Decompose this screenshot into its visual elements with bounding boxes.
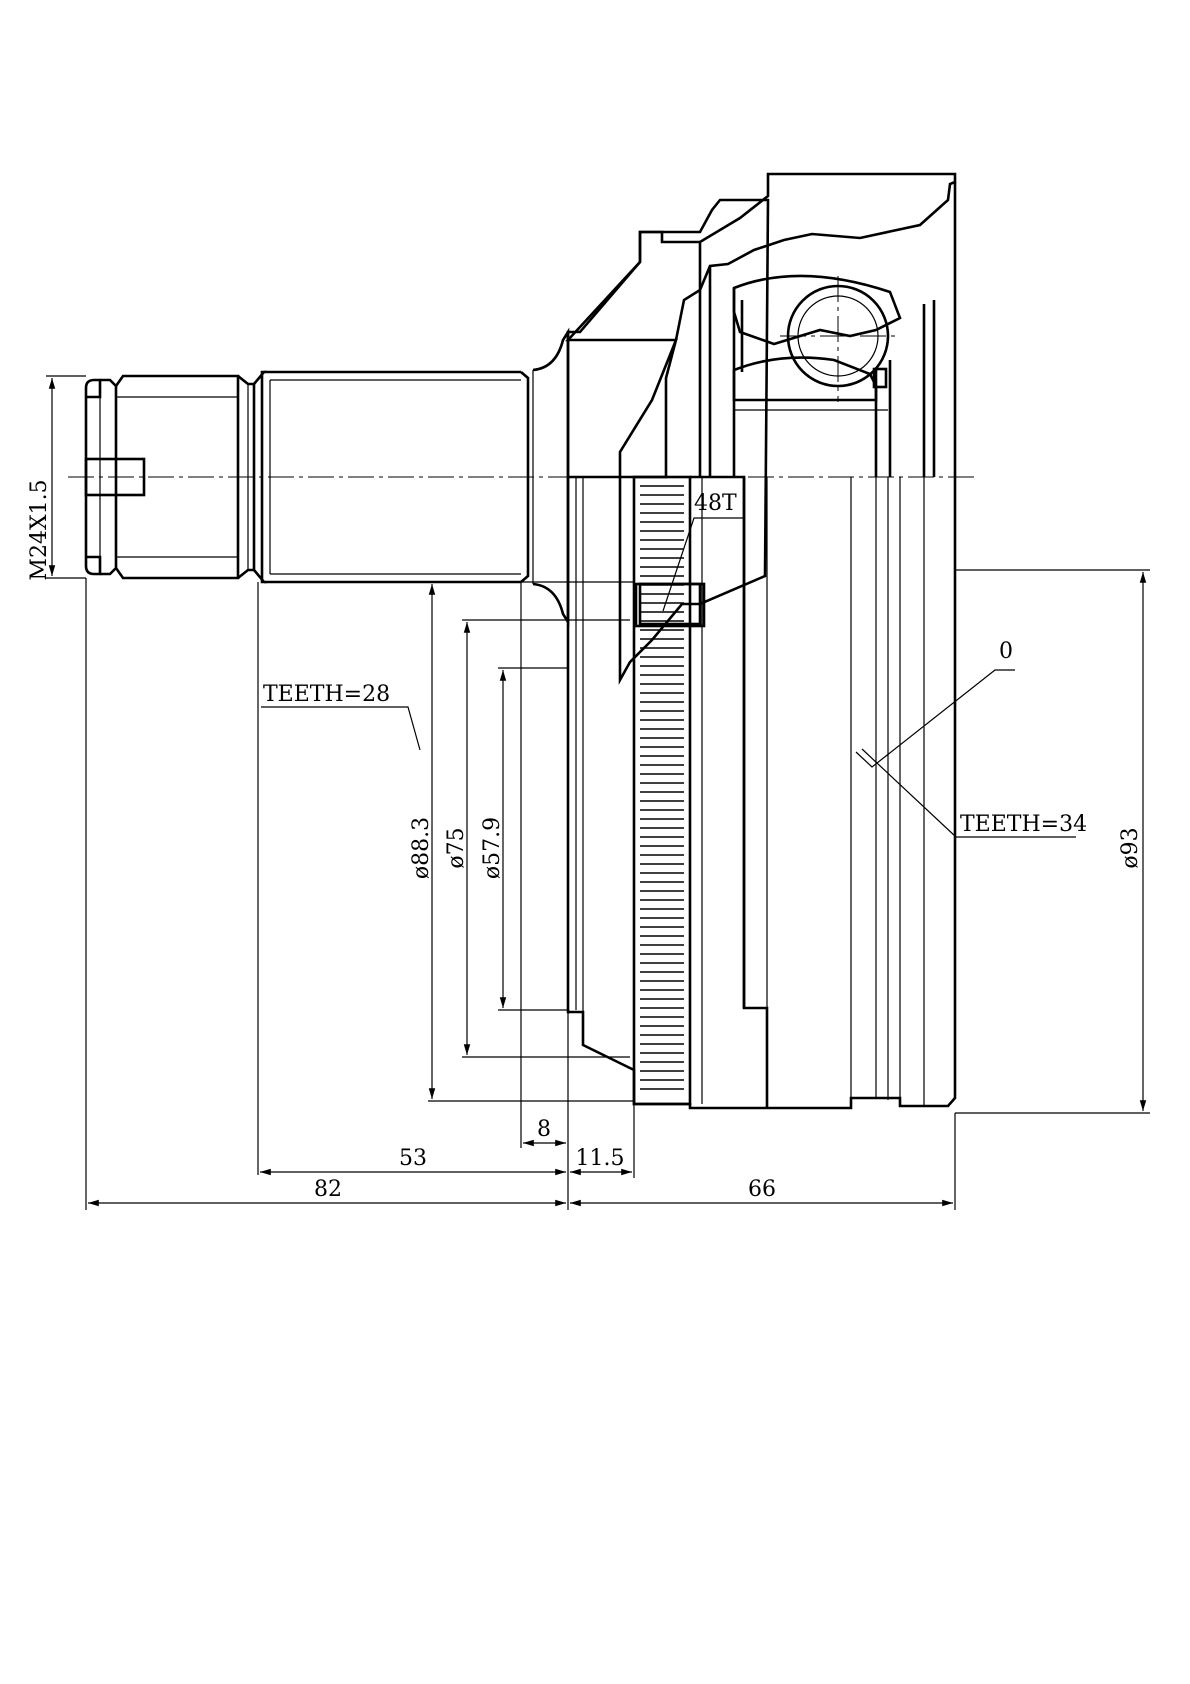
bell-housing-section (565, 172, 957, 686)
label-len-82: 82 (314, 1177, 342, 1202)
label-48t: 48T (694, 491, 737, 516)
label-angle: 0 (999, 639, 1013, 664)
threaded-stub (84, 374, 256, 580)
label-len-53: 53 (399, 1146, 427, 1171)
label-d57: ø57.9 (480, 817, 505, 879)
label-d75: ø75 (444, 827, 469, 868)
label-len-8: 8 (537, 1117, 551, 1142)
label-d93: ø93 (1118, 827, 1143, 868)
dimensions (46, 375, 1150, 1210)
bell-housing-lower (566, 475, 957, 1110)
label-len-115: 11.5 (576, 1146, 625, 1171)
label-d88: ø88.3 (409, 817, 434, 879)
splined-shaft (253, 327, 570, 627)
label-teeth-28: TEETH=28 (263, 682, 390, 707)
leaders (261, 517, 1076, 838)
label-thread: M24X1.5 (27, 479, 52, 580)
label-teeth-34: TEETH=34 (960, 812, 1087, 837)
label-len-66: 66 (748, 1177, 776, 1202)
